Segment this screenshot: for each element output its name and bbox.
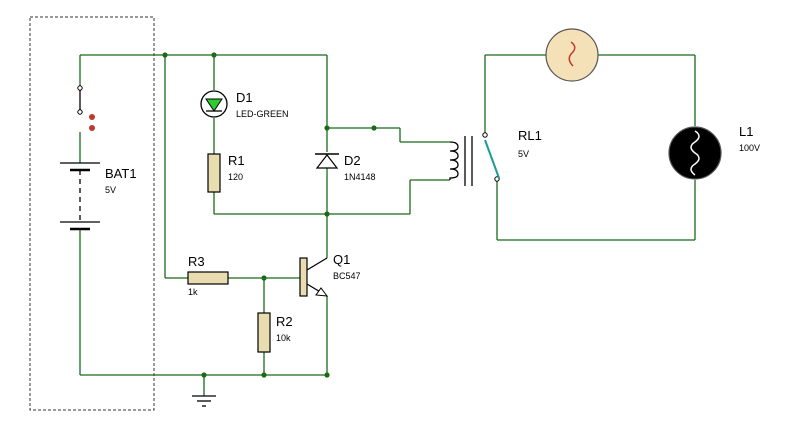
resistor-r1 — [207, 153, 221, 193]
q1-ref: Q1 — [333, 252, 350, 267]
d1-ref: D1 — [236, 90, 253, 105]
lamp-top — [545, 28, 599, 82]
rl1-ref: RL1 — [518, 128, 542, 143]
r2-value: 10k — [276, 333, 291, 343]
resistor-r2 — [257, 312, 271, 353]
resistor-r3 — [187, 271, 229, 285]
bat1-ref: BAT1 — [105, 166, 137, 181]
diode-d2 — [315, 153, 339, 169]
d2-ref: D2 — [344, 153, 361, 168]
bat1-value: 5V — [105, 185, 116, 195]
r1-value: 120 — [228, 172, 243, 182]
r3-value: 1k — [188, 287, 198, 297]
battery-enclosure — [29, 16, 155, 411]
r1-ref: R1 — [228, 153, 245, 168]
q1-value: BC547 — [333, 271, 361, 281]
r3-ref: R3 — [188, 254, 205, 269]
relay-rl1-coil — [449, 136, 473, 186]
rl1-value: 5V — [518, 149, 529, 159]
wires — [79, 54, 696, 396]
junctions — [162, 52, 377, 378]
battery-switch — [77, 85, 95, 131]
battery-bat1 — [60, 162, 100, 231]
r2-ref: R2 — [276, 314, 293, 329]
transistor-q1 — [299, 257, 329, 297]
relay-rl1-switch — [482, 132, 500, 182]
d1-value: LED-GREEN — [236, 109, 289, 119]
l1-value: 100V — [739, 143, 760, 153]
ground-symbol — [192, 395, 216, 407]
l1-ref: L1 — [739, 124, 753, 139]
bulb-l1 — [668, 126, 722, 180]
led-d1 — [200, 90, 228, 118]
d2-value: 1N4148 — [344, 172, 376, 182]
